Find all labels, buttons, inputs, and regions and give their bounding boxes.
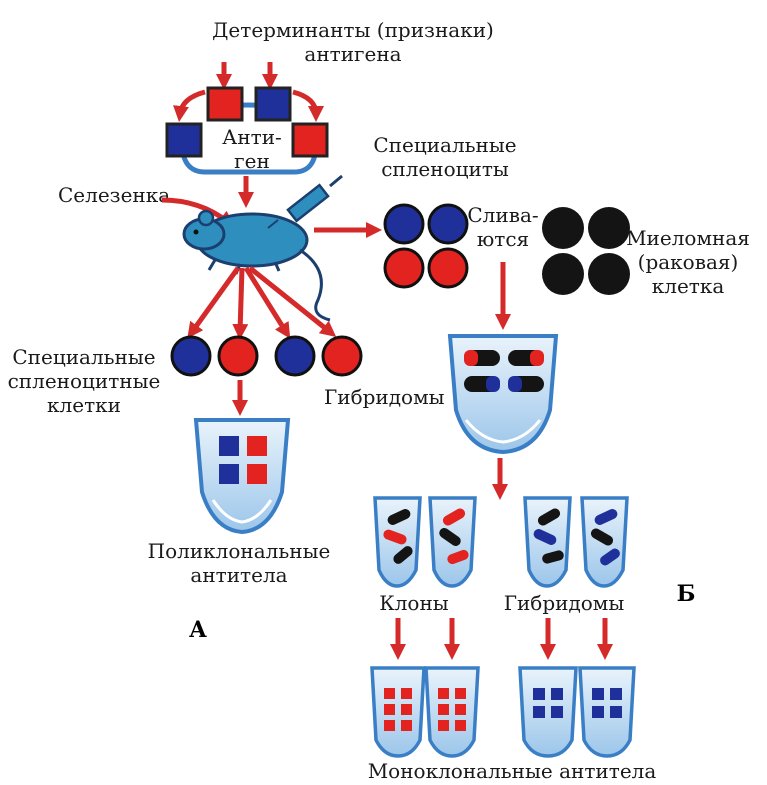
antigen-label-line2: ген — [234, 149, 270, 173]
splenocyte-cells-line3: клетки — [47, 393, 121, 417]
clone-tube-2 — [428, 496, 477, 588]
panel-a-label: А — [189, 617, 207, 643]
hybridomas-main-label: Гибридомы — [324, 385, 445, 409]
determinant-square-red — [206, 86, 244, 122]
hybridoma-vessel — [447, 334, 559, 455]
myeloma-label-line1: Миеломная — [626, 226, 750, 250]
clone-tube-1 — [373, 496, 422, 588]
determinants-label-line2: антигена — [304, 42, 401, 66]
mouse-illustration — [182, 209, 331, 322]
determinant-square-blue — [254, 86, 292, 122]
antigen-label-line1: Анти- — [222, 125, 282, 149]
hybridomas-small-label: Гибридомы — [504, 591, 625, 615]
splenocyte-cells-line2: спленоцитные — [8, 369, 161, 393]
fuse-label-line2: ются — [477, 227, 529, 251]
monoclonal-label: Моноклональные антитела — [368, 759, 657, 783]
monoclonal-tube-1 — [370, 666, 426, 758]
hybridoma-tube-2 — [580, 496, 629, 588]
splenocyte-cells-line1: Специальные — [12, 345, 155, 369]
antigen-group: Анти- ген — [165, 86, 329, 175]
determinant-arrows — [173, 62, 324, 122]
clones-label: Клоны — [379, 591, 449, 615]
splenocyte-cells-row — [170, 335, 363, 377]
polyclonal-label-line1: Поликлональные — [148, 539, 331, 563]
myeloma-label-line3: клетка — [652, 274, 725, 298]
polyclonal-label-line2: антитела — [190, 563, 287, 587]
determinant-square-red-right — [291, 122, 329, 158]
monoclonal-arrows — [389, 618, 614, 661]
determinant-square-blue-left — [165, 122, 203, 158]
monoclonal-tube-4 — [578, 666, 636, 758]
monoclonal-tube-2 — [424, 666, 480, 758]
mouse-to-cells-arrows — [187, 266, 337, 340]
myeloma-cluster — [542, 207, 630, 295]
antigen-frame — [179, 141, 319, 175]
panel-b-label: Б — [677, 581, 696, 607]
monoclonal-tube-3 — [518, 666, 578, 758]
determinants-label-line1: Детерминанты (признаки) — [212, 18, 494, 42]
syringe-icon — [267, 174, 343, 229]
myeloma-label-line2: (раковая) — [638, 250, 739, 274]
hybridoma-tube-1 — [523, 496, 572, 588]
special-splenocytes-line1: Специальные — [373, 133, 516, 157]
spleen-label: Селезенка — [58, 183, 170, 207]
fuse-label-line1: Слива- — [467, 203, 538, 227]
polyclonal-vessel — [193, 418, 291, 535]
splenocyte-cluster — [383, 203, 469, 289]
special-splenocytes-line2: спленоциты — [381, 157, 509, 181]
